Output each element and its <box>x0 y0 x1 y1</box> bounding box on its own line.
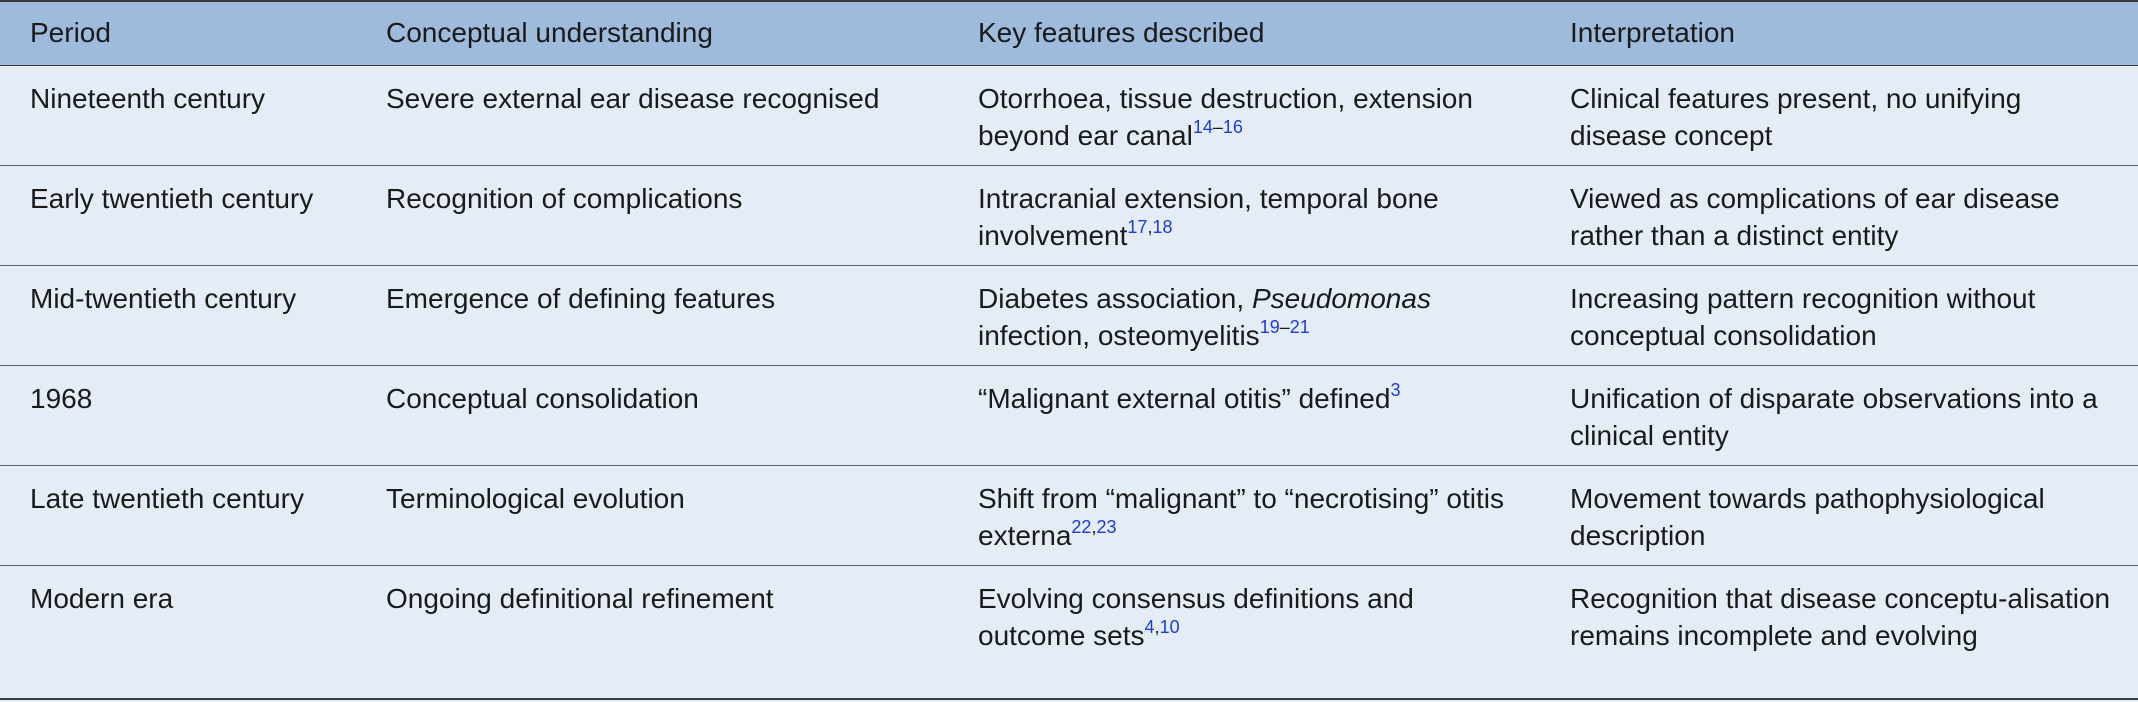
period-cell: Mid-twentieth century <box>30 282 297 314</box>
interpretation-cell: Viewed as complications of ear disease r… <box>1570 182 2060 251</box>
interpretation-cell: Recognition that disease conceptu-alisat… <box>1570 582 2111 651</box>
interpretation-cell: Unification of disparate observations in… <box>1570 382 2098 451</box>
reference-link[interactable]: 22 <box>1071 516 1092 537</box>
reference-link[interactable]: 17 <box>1127 216 1148 237</box>
reference-link[interactable]: 18 <box>1152 216 1173 237</box>
features-cell: Evolving consensus definitions and outco… <box>978 582 1414 651</box>
header-row: Period Conceptual understanding Key feat… <box>0 1 2138 66</box>
table-row: Late twentieth century Terminological ev… <box>0 465 2138 565</box>
reference-link[interactable]: 3 <box>1390 379 1401 400</box>
table-row: Mid-twentieth century Emergence of defin… <box>0 265 2138 365</box>
period-cell: Modern era <box>30 582 174 614</box>
reference-link[interactable]: 10 <box>1159 616 1180 637</box>
period-cell: Late twentieth century <box>30 482 304 514</box>
header-interpretation: Interpretation <box>1540 1 2138 66</box>
reference-link[interactable]: 4 <box>1144 616 1155 637</box>
features-cell: Otorrhoea, tissue destruction, extension… <box>978 82 1473 151</box>
period-cell: 1968 <box>30 382 93 414</box>
concept-cell: Recognition of complications <box>386 182 743 214</box>
interpretation-cell: Increasing pattern recognition without c… <box>1570 282 2036 351</box>
concept-cell: Terminological evolution <box>386 482 685 514</box>
features-cell: “Malignant external otitis” defined3 <box>978 379 1401 414</box>
features-cell: Shift from “malignant” to “necrotising” … <box>978 482 1504 551</box>
concept-cell: Ongoing definitional refinement <box>386 582 774 614</box>
header-period: Period <box>0 1 356 66</box>
period-cell: Nineteenth century <box>30 82 266 114</box>
reference-link[interactable]: 21 <box>1289 316 1310 337</box>
features-cell: Diabetes association, Pseudomonas infect… <box>978 282 1431 351</box>
table-row: Nineteenth century Severe external ear d… <box>0 65 2138 165</box>
concept-cell: Severe external ear disease recognised <box>386 82 880 114</box>
reference-link[interactable]: 19 <box>1259 316 1280 337</box>
table-row: 1968 Conceptual consolidation “Malignant… <box>0 365 2138 465</box>
period-cell: Early twentieth century <box>30 182 314 214</box>
header-key-features: Key features described <box>948 1 1540 66</box>
table-row: Early twentieth century Recognition of c… <box>0 165 2138 265</box>
features-cell: Intracranial extension, temporal bone in… <box>978 182 1439 251</box>
interpretation-cell: Movement towards pathophysiological desc… <box>1570 482 2045 551</box>
reference-link[interactable]: 16 <box>1222 116 1243 137</box>
header-conceptual-understanding: Conceptual understanding <box>356 1 948 66</box>
concept-cell: Emergence of defining features <box>386 282 776 314</box>
table-row: Modern era Ongoing definitional refineme… <box>0 565 2138 699</box>
concept-cell: Conceptual consolidation <box>386 382 699 414</box>
interpretation-cell: Clinical features present, no unifying d… <box>1570 82 2022 151</box>
reference-link[interactable]: 23 <box>1096 516 1117 537</box>
reference-link[interactable]: 14 <box>1192 116 1213 137</box>
